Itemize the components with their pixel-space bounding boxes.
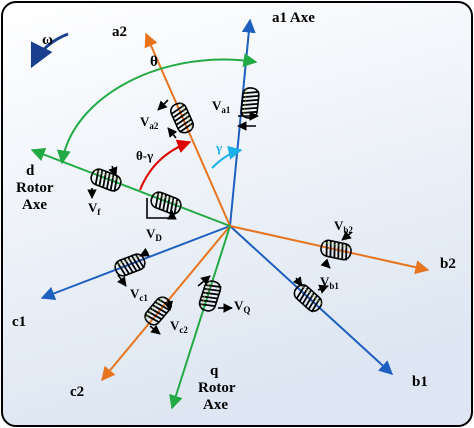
q-axis-label-axe: Axe bbox=[203, 397, 228, 413]
b2-axis-label: b2 bbox=[440, 256, 456, 272]
b1-axis-label: b1 bbox=[412, 374, 428, 390]
gamma-label: γ bbox=[215, 140, 222, 155]
va1-label: Va1 bbox=[212, 98, 231, 115]
q-axis-label-rotor: Rotor bbox=[198, 380, 236, 396]
gamma-arc bbox=[211, 145, 243, 169]
d-axis-label-d: d bbox=[26, 163, 35, 179]
vb1-label: Vb1 bbox=[320, 274, 339, 291]
omega-label: ω bbox=[42, 32, 53, 48]
theta-arc bbox=[56, 53, 258, 165]
q-axis-label-q: q bbox=[210, 363, 219, 379]
c1-axis-label: c1 bbox=[12, 314, 26, 330]
b2-axis bbox=[229, 225, 430, 275]
vc2-label: Vc2 bbox=[170, 318, 188, 335]
d-axis-label-axe: Axe bbox=[22, 197, 47, 213]
omega-rotation-arrow bbox=[30, 32, 69, 69]
vd-label: VD bbox=[146, 226, 162, 243]
b1-axis bbox=[229, 225, 394, 375]
d-axis-label-rotor: Rotor bbox=[16, 180, 54, 196]
c2-axis-label: c2 bbox=[70, 384, 84, 400]
vc1-label: Vc1 bbox=[130, 286, 148, 303]
voltage-arrows bbox=[87, 99, 353, 335]
va2-label: Va2 bbox=[140, 114, 159, 131]
q-rotor-axis bbox=[169, 225, 231, 410]
theta-minus-gamma-label: θ-γ bbox=[136, 148, 153, 163]
vb2-label: Vb2 bbox=[334, 218, 353, 235]
theta-minus-gamma-arc bbox=[139, 139, 192, 191]
theta-label: θ bbox=[150, 54, 158, 70]
vf-label: Vf bbox=[88, 200, 101, 217]
vq-label: VQ bbox=[234, 298, 250, 315]
a2-axis-label: a2 bbox=[112, 24, 127, 40]
a1-axis-label: a1 Axe bbox=[272, 10, 315, 26]
